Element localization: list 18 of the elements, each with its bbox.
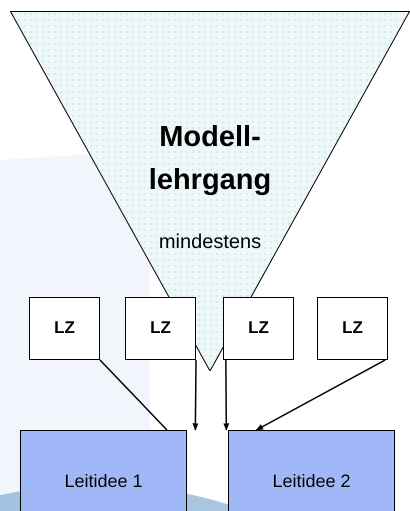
funnel-shape bbox=[10, 11, 410, 371]
arrow bbox=[256, 359, 386, 431]
arrow bbox=[223, 360, 230, 431]
topic-box bbox=[20, 430, 187, 511]
arrow bbox=[192, 360, 198, 431]
box-label: LZ bbox=[53, 318, 76, 338]
box-label: LZ bbox=[341, 318, 364, 338]
box-label: LZ bbox=[247, 318, 270, 338]
topic-box bbox=[228, 430, 395, 511]
goal-box bbox=[29, 297, 100, 360]
funnel-note: mindestens bbox=[158, 231, 262, 253]
box-label: Leitidee 2 bbox=[271, 471, 352, 492]
funnel-title: Modell- lehrgang bbox=[148, 120, 272, 198]
goal-box bbox=[317, 297, 388, 360]
box-label: LZ bbox=[149, 318, 172, 338]
box-label: Leitidee 1 bbox=[63, 471, 144, 492]
goal-box bbox=[223, 297, 294, 360]
goal-box bbox=[125, 297, 196, 360]
